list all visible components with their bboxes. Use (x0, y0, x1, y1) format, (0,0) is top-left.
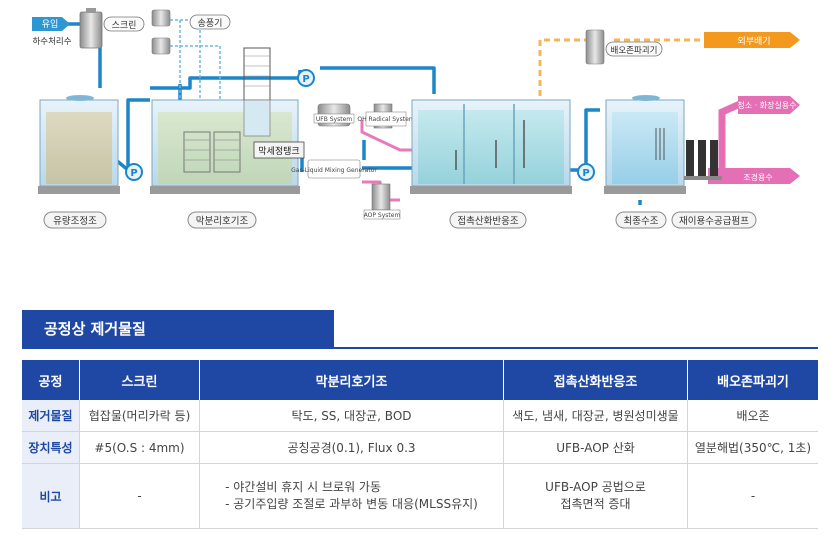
table-cell: 공칭공경(0.1), Flux 0.3 (200, 432, 504, 464)
membrane-cleaning-tank: 막세정탱크 (243, 47, 305, 159)
header-ozone-destroyer: 배오존파괴기 (688, 360, 818, 400)
external-exhaust-arrow: 외부배기 (704, 32, 800, 48)
table-cell: - (80, 464, 200, 529)
note-line: UFB-AOP 공법으로 (545, 480, 646, 494)
table-cell: 배오존 (688, 400, 818, 432)
note-line: - 야간설비 휴지 시 브로워 가동 (225, 480, 382, 494)
ozone-destroyer: 배오존파괴기 (585, 29, 663, 65)
screen-unit: 스크린 (79, 8, 145, 49)
table-cell: 협잡물(머리카락 등) (80, 400, 200, 432)
oh-radical-system: OH Radical System (357, 103, 415, 129)
tank-label-4: 재이용수공급펌프 (679, 215, 749, 227)
membrane-tank-label: 막세정탱크 (258, 146, 299, 157)
pump-2-symbol: P (302, 74, 309, 85)
pump-3-symbol: P (582, 168, 589, 179)
note-line: - 공기주입량 조절로 과부하 변동 대응(MLSS유지) (225, 497, 478, 511)
contact-oxidation-tank (410, 99, 572, 194)
table-header-row: 공정 스크린 막분리호기조 접촉산화반응조 배오존파괴기 (22, 360, 818, 400)
table-row: 비고 - - 야간설비 휴지 시 브로워 가동 - 공기주입량 조절로 과부하 … (22, 464, 818, 529)
gas-liquid-mixing-generator: Gas-Liquid Mixing Generator (291, 159, 377, 179)
pump-1-symbol: P (130, 168, 137, 179)
aop-system: AOP System (364, 183, 401, 220)
table-row: 제거물질 협잡물(머리카락 등) 탁도, SS, 대장균, BOD 색도, 냄새… (22, 400, 818, 432)
inflow-arrow: 유입 하수처리수 (32, 17, 72, 47)
sewage-label: 하수처리수 (32, 36, 71, 47)
header-screen: 스크린 (80, 360, 200, 400)
table-cell: - (688, 464, 818, 529)
ozone-destroyer-label: 배오존파괴기 (611, 46, 658, 56)
row-head: 장치특성 (22, 432, 80, 464)
section-title: 공정상 제거물질 (22, 310, 334, 348)
table-row: 장치특성 #5(O.S : 4mm) 공칭공경(0.1), Flux 0.3 U… (22, 432, 818, 464)
pump-2: P (297, 69, 315, 87)
aop-system-label: AOP System (364, 212, 401, 219)
table-cell: - 야간설비 휴지 시 브로워 가동 - 공기주입량 조절로 과부하 변동 대응… (200, 464, 504, 529)
tank-label-0: 유량조정조 (53, 215, 97, 227)
pump-3: P (577, 163, 595, 181)
table-cell: UFB-AOP 산화 (504, 432, 688, 464)
process-flow-diagram: 외부배기 청소 · 화장실용수 조경용수 유입 하수처리수 스크린 송풍기 P (32, 8, 800, 229)
oh-radical-label: OH Radical System (357, 116, 414, 123)
final-tank (604, 95, 686, 194)
external-exhaust-label: 외부배기 (737, 35, 770, 47)
inflow-label: 유입 (42, 18, 59, 30)
section-divider (22, 347, 818, 349)
tank-label-2: 접촉산화반응조 (457, 215, 518, 227)
landscape-water-label: 조경용수 (743, 172, 772, 182)
ufb-system: UFB System (313, 103, 355, 127)
table-cell: #5(O.S : 4mm) (80, 432, 200, 464)
header-contact-oxidation: 접촉산화반응조 (504, 360, 688, 400)
cleaning-water-label: 청소 · 화장실용수 (737, 100, 796, 110)
reuse-water-arrows: 청소 · 화장실용수 조경용수 (708, 96, 800, 184)
row-head: 비고 (22, 464, 80, 529)
flow-equalization-tank (38, 95, 120, 194)
gas-liquid-label: Gas-Liquid Mixing Generator (291, 167, 377, 174)
table-cell: 탁도, SS, 대장균, BOD (200, 400, 504, 432)
blower-label: 송풍기 (198, 18, 223, 29)
tank-label-1: 막분리호기조 (196, 216, 249, 227)
table-cell: UFB-AOP 공법으로 접촉면적 증대 (504, 464, 688, 529)
header-membrane: 막분리호기조 (200, 360, 504, 400)
blower-unit: 송풍기 (151, 9, 231, 55)
tank-labels: 유량조정조 막분리호기조 접촉산화반응조 최종수조 재이용수공급펌프 (43, 211, 757, 229)
header-process: 공정 (22, 360, 80, 400)
removal-table: 공정 스크린 막분리호기조 접촉산화반응조 배오존파괴기 제거물질 협잡물(머리… (22, 360, 818, 529)
screen-label: 스크린 (112, 20, 137, 31)
note-line: 접촉면적 증대 (560, 497, 631, 511)
tank-label-3: 최종수조 (624, 216, 659, 227)
table-cell: 열분해법(350℃, 1초) (688, 432, 818, 464)
reuse-supply-pumps (684, 140, 722, 180)
row-head: 제거물질 (22, 400, 80, 432)
table-cell: 색도, 냄새, 대장균, 병원성미생물 (504, 400, 688, 432)
ufb-system-label: UFB System (316, 116, 352, 123)
pump-1: P (125, 163, 143, 181)
